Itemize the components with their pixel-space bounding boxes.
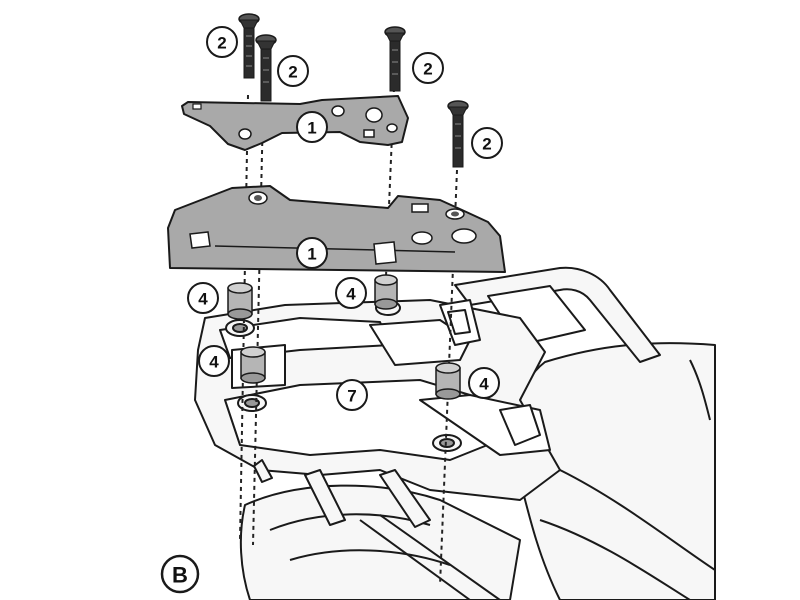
callout-bushing-c: 4 xyxy=(335,277,367,309)
callout-main-plate: 1 xyxy=(296,237,328,269)
svg-text:2: 2 xyxy=(288,63,297,82)
bushing-c xyxy=(374,274,398,310)
bushing-d xyxy=(435,362,461,400)
callout-bushing-a: 4 xyxy=(187,282,219,314)
main-base-plate xyxy=(167,185,506,273)
bushing-a xyxy=(227,282,253,320)
svg-text:1: 1 xyxy=(307,119,316,138)
svg-text:4: 4 xyxy=(198,290,208,309)
svg-text:2: 2 xyxy=(482,135,491,154)
callout-screw-b: 2 xyxy=(277,55,309,87)
svg-text:4: 4 xyxy=(209,353,219,372)
callout-upper-plate: 1 xyxy=(296,111,328,143)
svg-text:1: 1 xyxy=(307,245,316,264)
screw-b xyxy=(255,34,277,102)
callout-screw-d: 2 xyxy=(471,127,503,159)
svg-text:4: 4 xyxy=(479,375,489,394)
svg-text:2: 2 xyxy=(217,34,226,53)
bushing-b xyxy=(240,346,266,384)
svg-text:B: B xyxy=(172,563,188,588)
panel-label: B xyxy=(160,554,200,594)
callout-screw-a: 2 xyxy=(206,26,238,58)
svg-text:7: 7 xyxy=(347,387,356,406)
screw-c xyxy=(384,26,406,92)
upper-bracket-plate xyxy=(181,95,409,151)
callout-screw-c: 2 xyxy=(412,52,444,84)
callout-rack: 7 xyxy=(336,379,368,411)
screw-a xyxy=(238,13,260,79)
motorcycle-rear xyxy=(194,266,716,600)
svg-text:2: 2 xyxy=(423,60,432,79)
svg-text:4: 4 xyxy=(346,285,356,304)
callout-bushing-d: 4 xyxy=(468,367,500,399)
callout-bushing-b: 4 xyxy=(198,345,230,377)
screw-d xyxy=(447,100,469,168)
